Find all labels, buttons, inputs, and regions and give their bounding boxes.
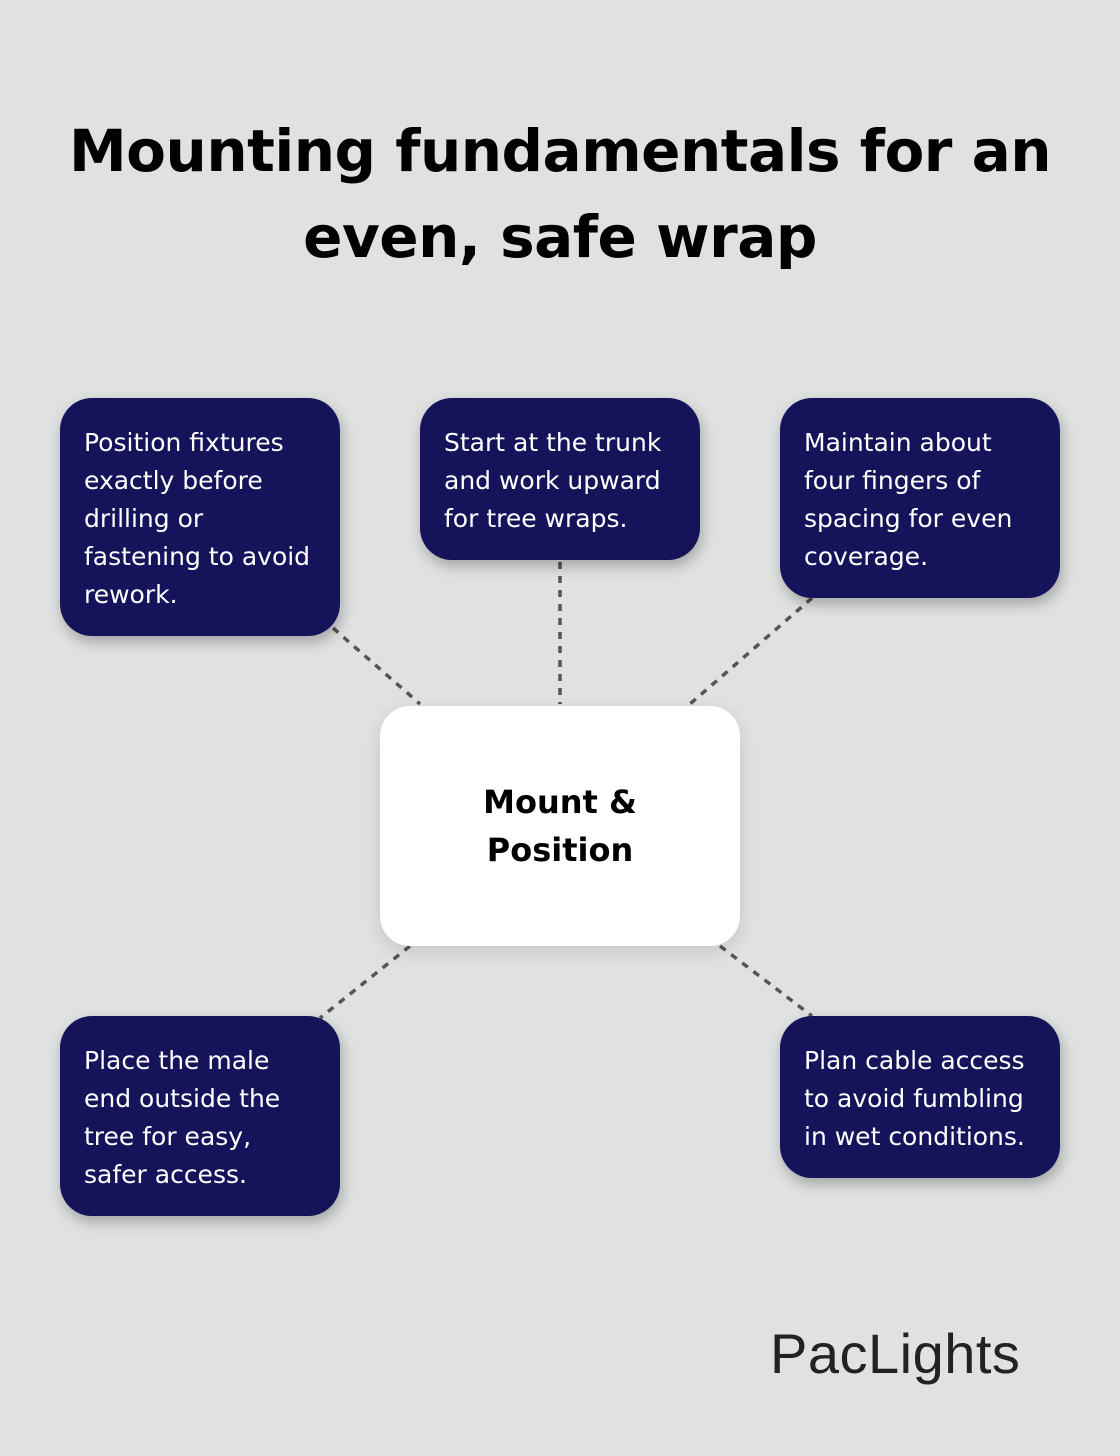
- node-start-at-trunk: Start at the trunk and work upward for t…: [420, 398, 700, 560]
- connector-top-left: [331, 626, 422, 706]
- node-text: Maintain about four fingers of spacing f…: [804, 428, 1013, 571]
- node-text: Place the male end outside the tree for …: [84, 1046, 281, 1189]
- center-node: Mount & Position: [380, 706, 740, 946]
- connector-bottom-left: [318, 944, 412, 1020]
- node-text: Start at the trunk and work upward for t…: [444, 428, 662, 533]
- connector-top-right: [688, 596, 814, 706]
- node-place-male-end: Place the male end outside the tree for …: [60, 1016, 340, 1216]
- paclights-logo: PacLights: [770, 1322, 1021, 1385]
- node-text: Plan cable access to avoid fumbling in w…: [804, 1046, 1025, 1151]
- node-position-fixtures: Position fixtures exactly before drillin…: [60, 398, 340, 636]
- center-node-label: Mount & Position: [483, 783, 637, 869]
- node-plan-cable-access: Plan cable access to avoid fumbling in w…: [780, 1016, 1060, 1178]
- connector-bottom-right: [718, 944, 814, 1018]
- node-maintain-spacing: Maintain about four fingers of spacing f…: [780, 398, 1060, 598]
- node-text: Position fixtures exactly before drillin…: [84, 428, 311, 609]
- diagram-title: Mounting fundamentals for an even, safe …: [68, 117, 1052, 271]
